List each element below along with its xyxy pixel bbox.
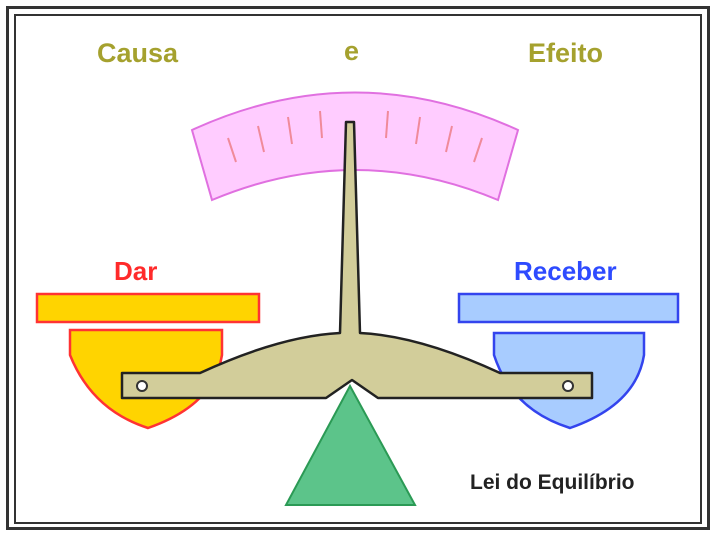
right-pivot-pin [563,381,573,391]
dar-plate [37,294,259,322]
title-efeito: Efeito [528,38,603,69]
caption-lei-do-equilibrio: Lei do Equilíbrio [470,471,635,495]
fulcrum [286,386,415,505]
receber-plate [459,294,678,322]
label-receber: Receber [514,256,617,287]
left-pivot-pin [137,381,147,391]
label-dar: Dar [114,256,157,287]
title-causa: Causa [97,38,178,69]
title-e: e [344,36,359,67]
